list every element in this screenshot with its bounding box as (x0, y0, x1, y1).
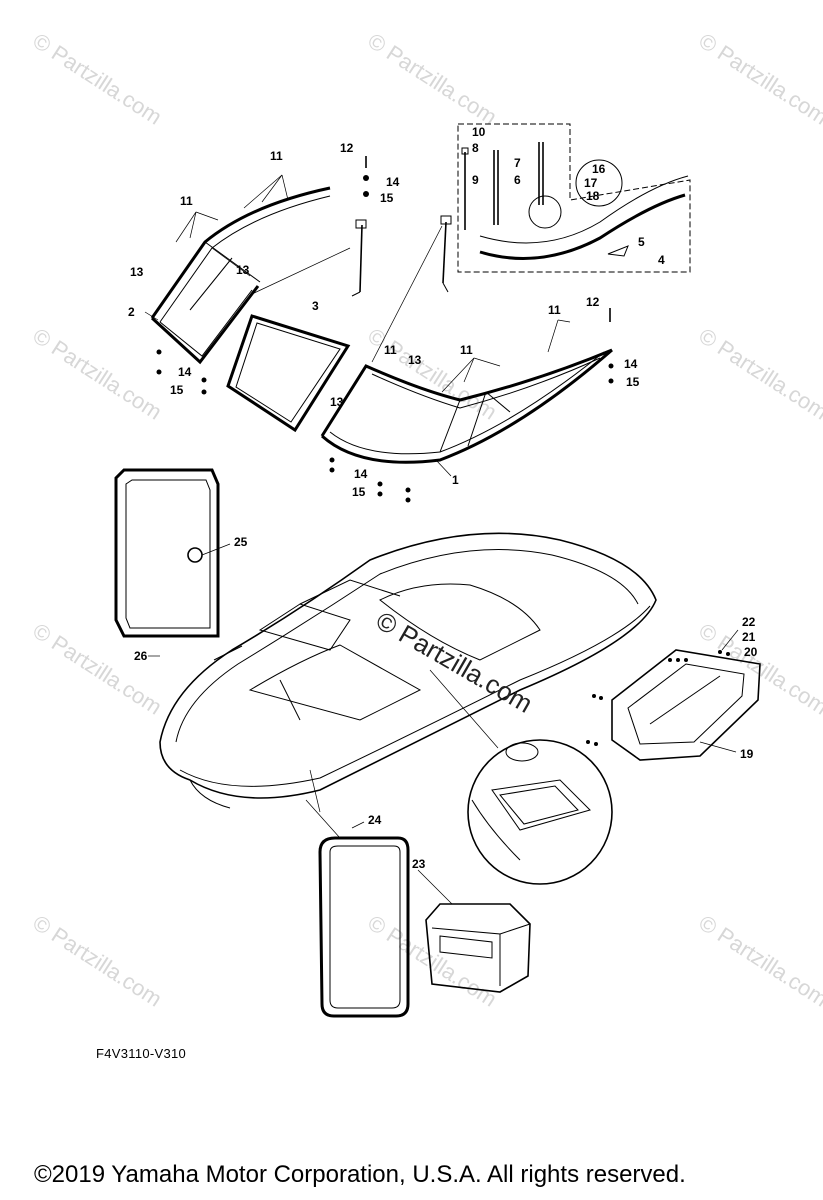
callout-21: 21 (742, 630, 756, 644)
callout-23: 23 (412, 857, 426, 871)
callout-1: 1 (452, 473, 459, 487)
callout-22: 22 (742, 615, 756, 629)
detail-box (457, 123, 691, 273)
callout-13: 13 (130, 265, 144, 279)
callout-5: 5 (638, 235, 645, 249)
callout-15: 15 (170, 383, 184, 397)
hatch-panel-part (114, 468, 231, 657)
callout-17: 17 (584, 176, 598, 190)
callout-6: 6 (514, 173, 521, 187)
callout-14: 14 (354, 467, 368, 481)
callout-10: 10 (472, 125, 486, 139)
fasteners (156, 156, 614, 503)
callout-13: 13 (330, 395, 344, 409)
callout-11: 11 (548, 303, 561, 317)
callout-15: 15 (626, 375, 640, 389)
windshield-left-part (150, 186, 331, 365)
callout-14: 14 (386, 175, 400, 189)
callout-12: 12 (340, 141, 354, 155)
boat-hull (159, 532, 657, 809)
callout-9: 9 (472, 173, 479, 187)
windshield-center-part (226, 314, 351, 433)
diagram-code: F4V3110-V310 (96, 1046, 187, 1061)
copyright-notice: ©2019 Yamaha Motor Corporation, U.S.A. A… (34, 1161, 686, 1188)
callout-14: 14 (624, 357, 638, 371)
callout-25: 25 (234, 535, 248, 549)
callout-11: 11 (180, 194, 193, 208)
windshield-right-part (320, 348, 613, 464)
callout-15: 15 (352, 485, 366, 499)
callout-18: 18 (586, 189, 600, 203)
storage-lid-part (305, 769, 410, 1018)
callout-11: 11 (270, 149, 283, 163)
callout-19: 19 (740, 747, 754, 761)
storage-bin-part (586, 629, 761, 761)
callout-labels: 1 2 3 4 5 6 7 8 9 10 11 11 11 11 11 12 1… (128, 125, 758, 871)
storage-box-part (417, 869, 531, 993)
hinge-rods (351, 215, 452, 297)
callout-14: 14 (178, 365, 192, 379)
pointer-lines (144, 174, 571, 477)
callout-13: 13 (408, 353, 422, 367)
callout-16: 16 (592, 162, 606, 176)
callout-3: 3 (312, 299, 319, 313)
callout-7: 7 (514, 156, 521, 170)
callout-15: 15 (380, 191, 394, 205)
callout-26: 26 (134, 649, 148, 663)
callout-11: 11 (460, 343, 473, 357)
callout-20: 20 (744, 645, 758, 659)
callout-13: 13 (236, 263, 250, 277)
callout-2: 2 (128, 305, 135, 319)
detail-magnifier (429, 669, 613, 885)
callout-4: 4 (658, 253, 665, 267)
callout-24: 24 (368, 813, 382, 827)
callout-12: 12 (586, 295, 600, 309)
callout-11: 11 (384, 343, 397, 357)
callout-8: 8 (472, 141, 479, 155)
